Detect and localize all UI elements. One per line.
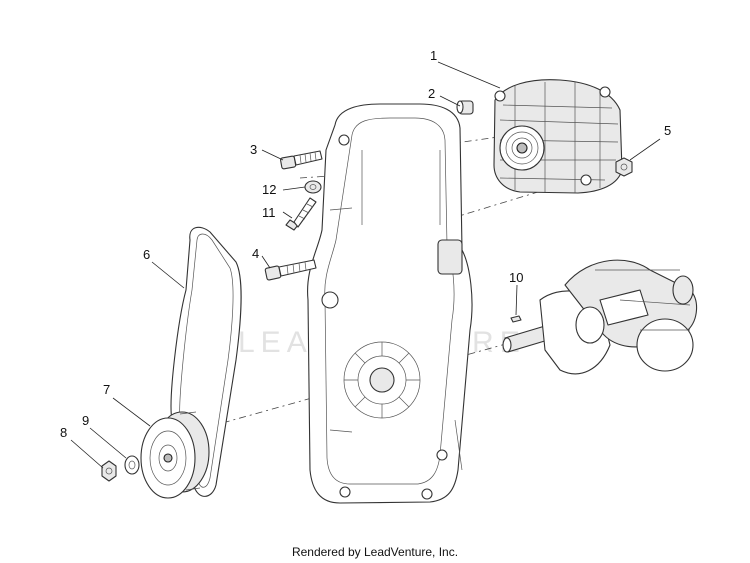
callout-11: 11 bbox=[262, 205, 276, 220]
callout-10: 10 bbox=[509, 270, 523, 285]
woodruff-key bbox=[510, 315, 522, 323]
screw-angled bbox=[285, 197, 317, 231]
footer-credit: Rendered by LeadVenture, Inc. bbox=[291, 545, 459, 559]
callout-9: 9 bbox=[82, 413, 89, 428]
alternator bbox=[493, 79, 623, 194]
timing-cover-housing bbox=[307, 103, 473, 504]
bolt-upper bbox=[280, 150, 323, 170]
pulley-nut bbox=[101, 460, 117, 482]
callout-3: 3 bbox=[250, 142, 257, 157]
callout-2: 2 bbox=[428, 86, 435, 101]
callout-labels: 1 2 3 12 11 4 5 6 7 9 8 10 bbox=[60, 48, 671, 440]
bolt-lower bbox=[264, 259, 317, 281]
callout-8: 8 bbox=[60, 425, 67, 440]
washer-small bbox=[304, 180, 322, 194]
pulley-washer bbox=[124, 455, 140, 475]
callout-4: 4 bbox=[252, 246, 259, 261]
callout-1: 1 bbox=[430, 48, 437, 63]
callout-5: 5 bbox=[664, 123, 671, 138]
spacer-sleeve bbox=[456, 100, 474, 115]
crankshaft bbox=[502, 259, 698, 375]
leader-lines bbox=[70, 61, 661, 469]
crank-pulley bbox=[140, 411, 210, 499]
callout-6: 6 bbox=[143, 247, 150, 262]
callout-12: 12 bbox=[262, 182, 276, 197]
callout-7: 7 bbox=[103, 382, 110, 397]
alternator-nut bbox=[615, 157, 633, 177]
